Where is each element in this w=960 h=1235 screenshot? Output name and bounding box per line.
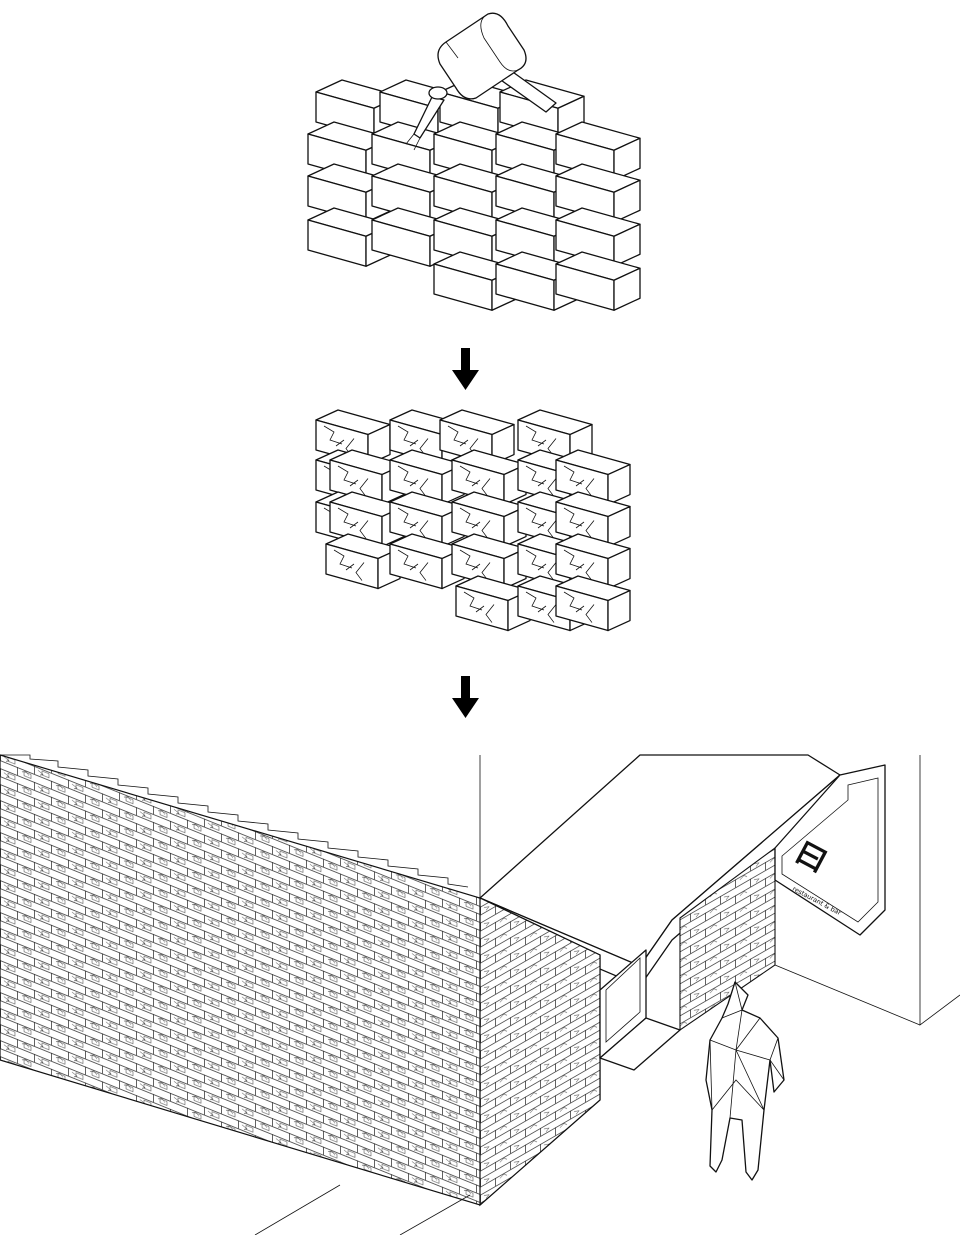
chiseled-brick-6-chisel-mark (337, 465, 369, 497)
brick-22-side (613, 267, 641, 311)
chiseled-brick-18-chisel-mark (397, 549, 429, 581)
brick-19-side (613, 223, 641, 267)
chiseled-brick-7-chisel-mark (397, 465, 429, 497)
brick-pillar (679, 846, 776, 1032)
stage-3-building-facade: 曰 restaurant & bar (0, 754, 960, 1235)
chiseled-brick-10-chisel-mark (563, 465, 595, 497)
chiseled-brick-9-chisel-mark (525, 465, 557, 497)
chiseled-brick-16-chisel-mark (563, 507, 595, 539)
chisel-icon (405, 86, 448, 151)
brick-14-side (613, 179, 641, 223)
chiseled-brick-12-chisel-mark (337, 507, 369, 539)
chiseled-brick-8-chisel-mark (459, 465, 491, 497)
chiseled-brick-24-chisel-mark (563, 591, 595, 623)
person-figure (705, 981, 785, 1181)
building-base-line (774, 964, 921, 1026)
hammer-icon (437, 12, 557, 113)
ground-line-2 (399, 1194, 471, 1235)
chiseled-brick-22-chisel-mark (463, 591, 495, 623)
chiseled-brick-21-chisel-mark (563, 549, 595, 581)
brick-9-side (613, 137, 641, 181)
chiseled-brick-14-chisel-mark (459, 507, 491, 539)
chiseled-brick-21-side (607, 547, 631, 590)
chiseled-brick-16-side (607, 505, 631, 548)
chiseled-brick-23-chisel-mark (525, 591, 557, 623)
chiseled-brick-10-side (607, 463, 631, 506)
shop-window (599, 949, 681, 1071)
ground-line-1 (254, 1184, 341, 1235)
stage-1-brick-stack (307, 79, 641, 311)
chiseled-brick-17-chisel-mark (333, 549, 365, 581)
chiseled-brick-13-chisel-mark (397, 507, 429, 539)
building-corner-line (919, 755, 960, 1026)
down-arrow-icon-1 (452, 348, 479, 390)
stage-2-chiseled-brick-stack (315, 409, 631, 632)
brick-wall-side-face (479, 897, 601, 1207)
chiseled-brick-24-side (607, 589, 631, 632)
chiseled-brick-20-chisel-mark (525, 549, 557, 581)
down-arrow-icon-2 (452, 676, 479, 718)
chiseled-brick-15-chisel-mark (525, 507, 557, 539)
